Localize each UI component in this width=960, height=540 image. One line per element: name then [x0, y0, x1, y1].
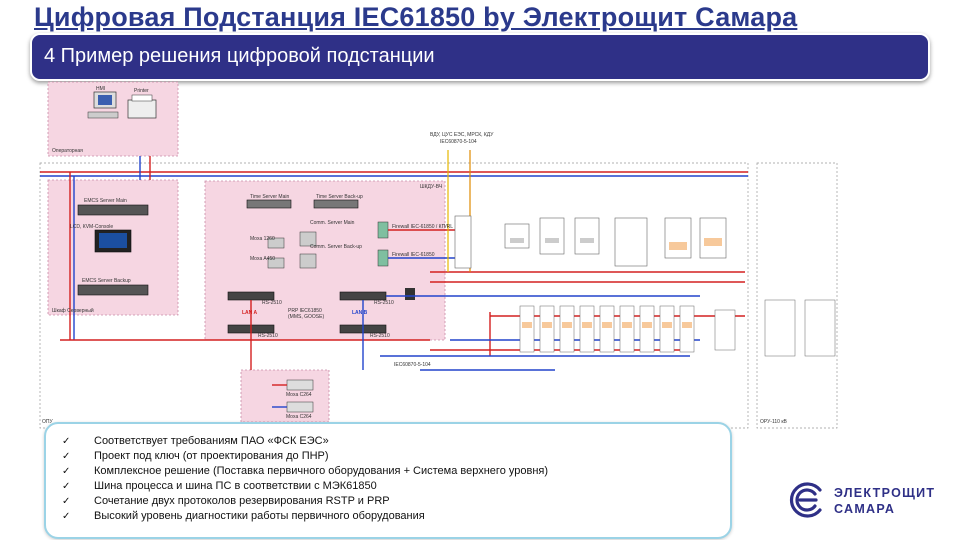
hmi-label: HMI	[96, 86, 106, 92]
moxa1-label: Moxa 1260	[250, 236, 275, 242]
list-item: ✓Высокий уровень диагностики работы перв…	[62, 510, 425, 522]
lan-b-label: LAN B	[352, 310, 368, 316]
ied-cab-5	[664, 217, 692, 259]
list-item: ✓Сочетание двух протоколов резервировани…	[62, 495, 390, 507]
check-icon: ✓	[62, 436, 71, 447]
switch-b2-label: RS-2510	[370, 333, 390, 339]
firewall-1	[377, 221, 389, 239]
lan-a-label: LAN A	[242, 310, 258, 316]
network-lines	[40, 156, 748, 408]
server-main	[77, 204, 149, 216]
features-list: ✓Соответствует требованиям ПАО «ФСК ЕЭС»…	[46, 424, 730, 524]
printer	[127, 99, 157, 119]
comm-server-backup	[299, 253, 317, 269]
switch-a1	[227, 291, 275, 301]
section-banner-text: 4 Пример решения цифровой подстанции	[44, 45, 435, 67]
list-item: ✓Шина процесса и шина ПС в соответствии …	[62, 480, 377, 492]
relay-cabinets	[519, 299, 836, 357]
time-server-main	[246, 199, 292, 209]
top-note: ВДУ, ЦУС ЕЭС, МРСК, КДУ	[430, 132, 494, 138]
opu-label: ОПУ	[42, 419, 53, 425]
section-banner: 4 Пример решения цифровой подстанции	[30, 33, 930, 81]
switch-b1	[339, 291, 387, 301]
logo-mark-icon	[789, 482, 822, 518]
opu-zone	[39, 162, 749, 429]
logo-line-2: САМАРА	[834, 502, 896, 516]
ied-cab-2	[539, 217, 565, 255]
company-logo: ЭЛЕКТРОЩИТ САМАРА	[786, 480, 946, 520]
oru-zone	[756, 162, 838, 429]
list-item: ✓Комплексное решение (Поставка первичног…	[62, 465, 549, 477]
moxa-2	[267, 257, 285, 269]
logo-line-1: ЭЛЕКТРОЩИТ	[834, 486, 936, 500]
moxa-1	[267, 237, 285, 249]
iec-label: IEC60870-5-104	[394, 362, 431, 368]
features-panel: ✓Соответствует требованиям ПАО «ФСК ЕЭС»…	[44, 422, 732, 539]
switch-a2-label: RS-2510	[258, 333, 278, 339]
gateway-box	[454, 215, 472, 269]
rtu-moxa-b-label: Moxa C264	[286, 414, 312, 420]
server-cabinet-label: Шкаф Серверный	[52, 308, 94, 314]
list-item: ✓Соответствует требованиям ПАО «ФСК ЕЭС»	[62, 435, 329, 447]
comm-main-label: Comm. Server Main	[310, 220, 355, 226]
moxa-small	[405, 288, 415, 300]
comm-server-main	[299, 231, 317, 247]
moxa2-label: Moxa A450	[250, 256, 276, 262]
time-main-label: Time Server Main	[250, 194, 290, 200]
operator-room-label: Операторная	[52, 148, 83, 154]
firewall2-label: Firewall IEC-61850	[392, 252, 435, 258]
check-icon: ✓	[62, 511, 71, 522]
ied-cab-1	[504, 223, 530, 249]
check-icon: ✓	[62, 466, 71, 477]
ied-cab-3	[574, 217, 600, 255]
switch-b1-label: RS-2510	[374, 300, 394, 306]
printer-label: Printer	[134, 88, 149, 94]
time-backup-label: Time Server Back-up	[316, 194, 363, 200]
server-backup-label: EMCS Server Backup	[82, 278, 131, 284]
firewall1-label: Firewall IEC-61850 / КП/RL	[392, 224, 453, 230]
rtu-moxa-a	[286, 379, 314, 391]
rtu-moxa-b	[286, 401, 314, 413]
prp-label: PRP IEC61850 (MMS, GOOSE)	[288, 308, 325, 320]
server-main-label: EMCS Server Main	[84, 198, 127, 204]
check-icon: ✓	[62, 481, 71, 492]
check-icon: ✓	[62, 451, 71, 462]
main-cabinet-label: ШКДУ-ВЧ	[420, 184, 443, 190]
switch-a1-label: RS-2510	[262, 300, 282, 306]
top-note-protocol: IEC60870-5-104	[440, 139, 477, 145]
server-backup	[77, 284, 149, 296]
check-icon: ✓	[62, 496, 71, 507]
rtu-box	[240, 369, 330, 423]
firewall-2	[377, 249, 389, 267]
ied-cab-4	[614, 217, 648, 267]
rtu-moxa-a-label: Moxa C264	[286, 392, 312, 398]
kvm-label: LCD, КVM-Console	[70, 224, 114, 230]
comm-backup-label: Comm. Server Back-up	[310, 244, 362, 250]
list-item: ✓Проект под ключ (от проектирования до П…	[62, 450, 329, 462]
page-title: Цифровая Подстанция IEC61850 by Электрощ…	[34, 2, 798, 32]
time-server-backup	[313, 199, 359, 209]
oru-label: ОРУ-110 кВ	[760, 419, 787, 425]
